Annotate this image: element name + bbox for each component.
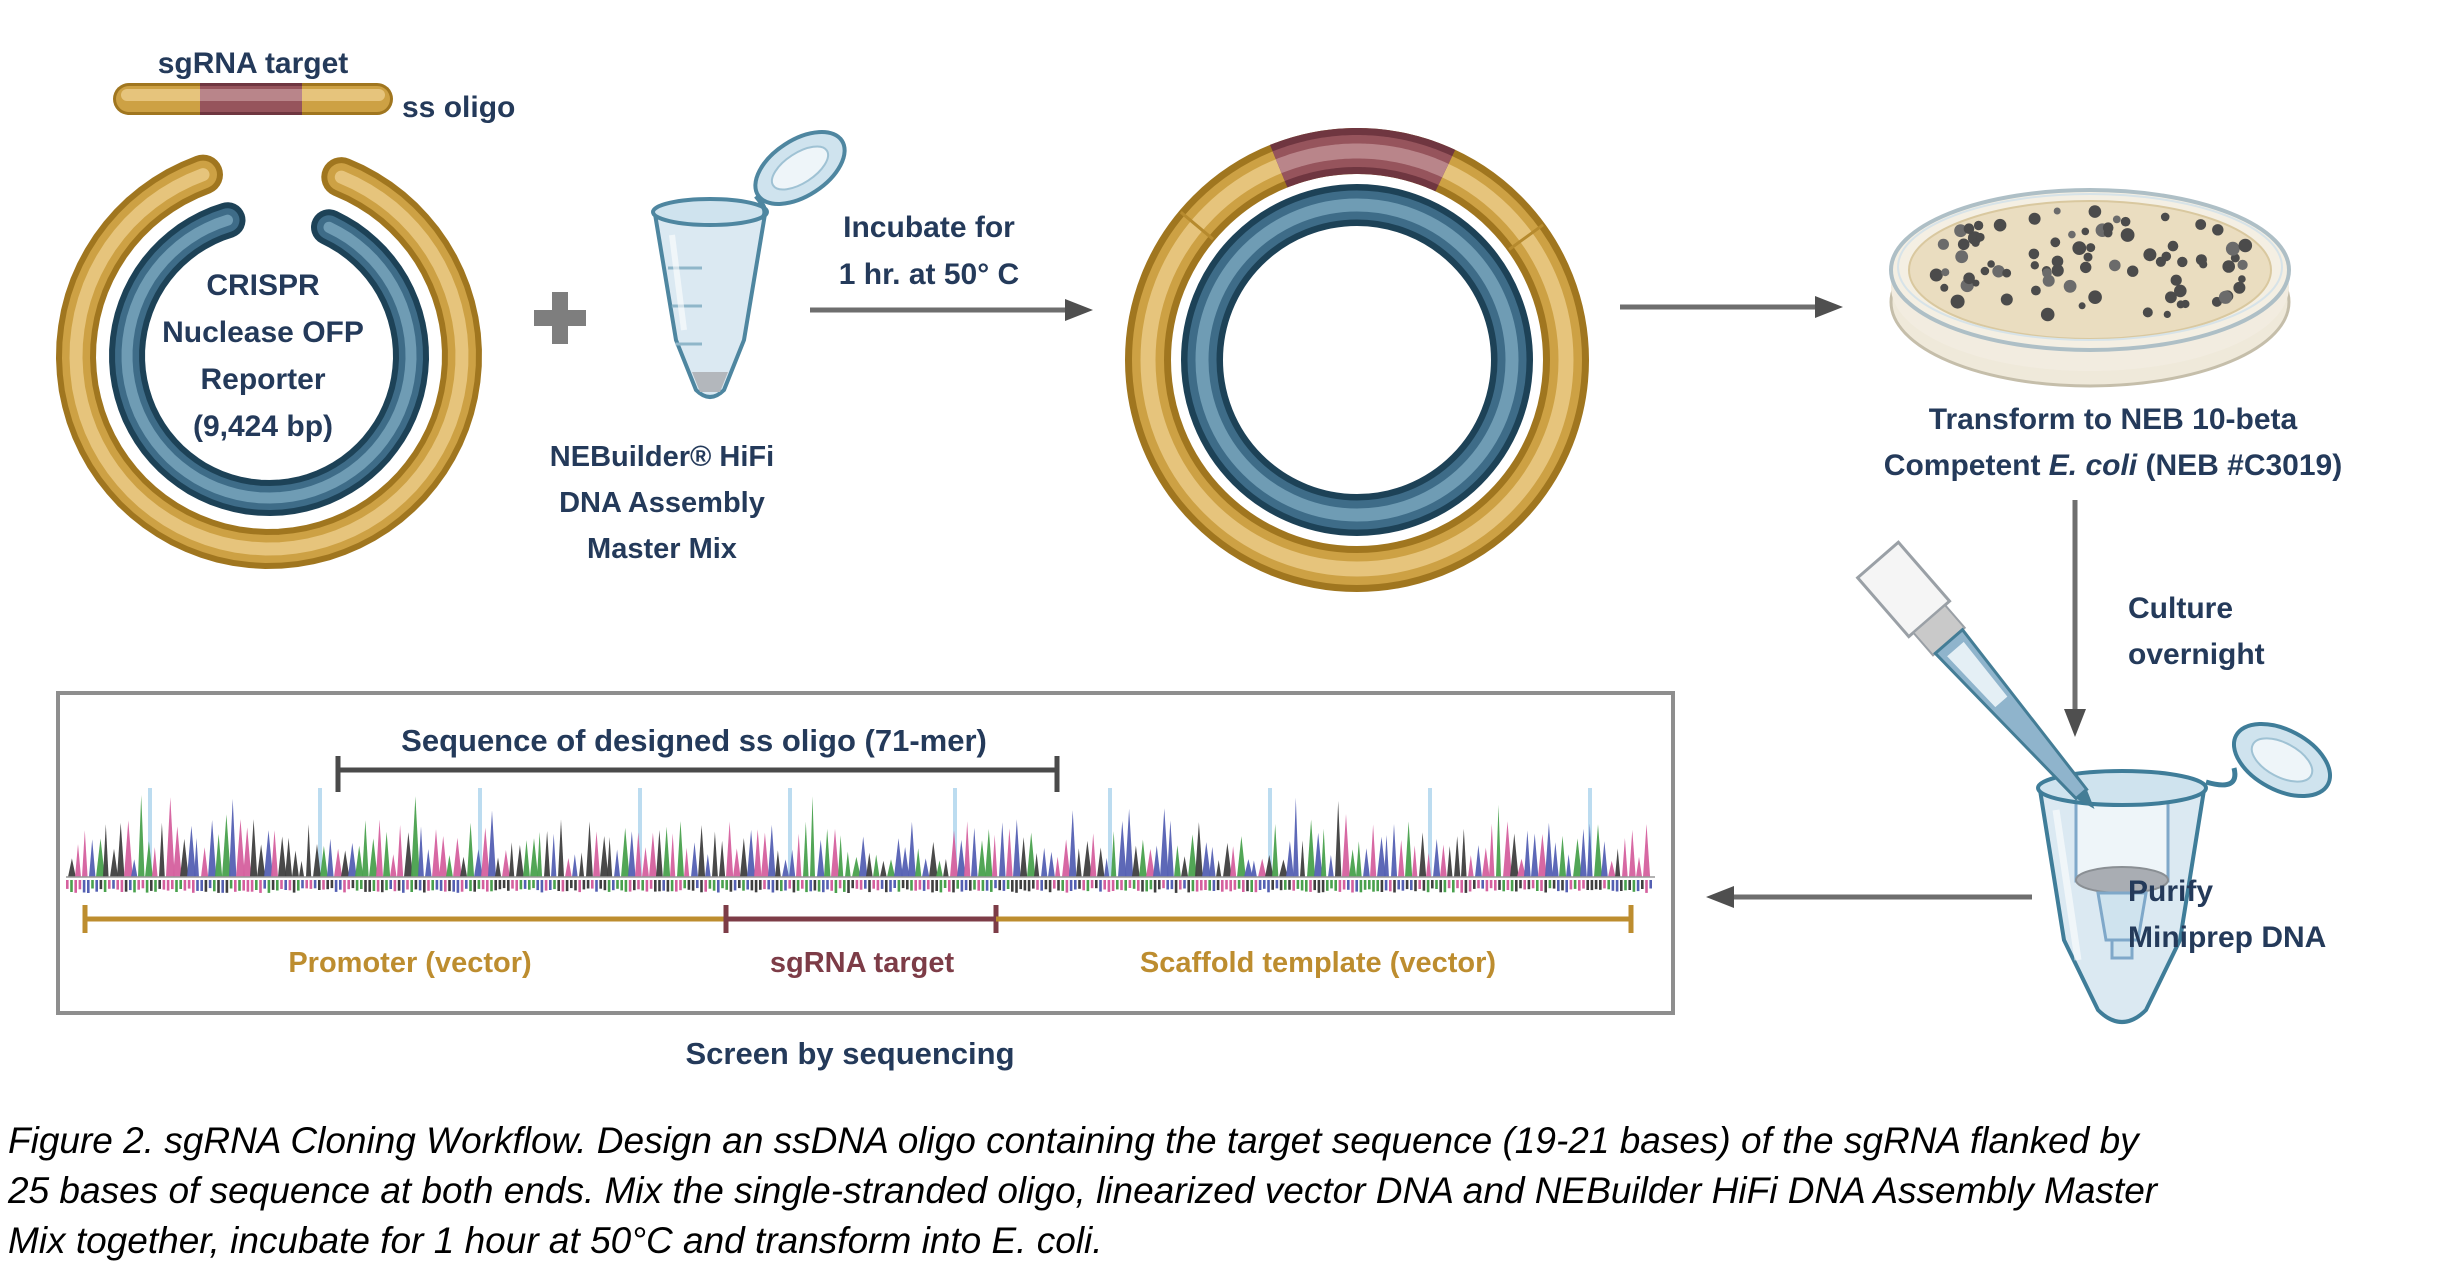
sequence-arrow [1706,886,2032,908]
culture-label: Culture overnight [2128,586,2265,678]
transform-label: Transform to NEB 10-beta Competent E. co… [1884,397,2342,489]
figure-caption: Figure 2. sgRNA Cloning Workflow. Design… [8,1116,2157,1266]
transform-arrow [1620,296,1843,318]
nebuilder-line2: DNA Assembly [559,487,765,519]
sgrna-segment-label: sgRNA target [769,947,955,979]
transform-line2-pre: Competent [1883,449,2049,482]
colonies [1929,205,2253,322]
plasmid1-line1: CRISPR [206,269,320,302]
transform-line2-italic: E. coli [2048,449,2138,482]
plasmid-assembled [1125,128,1589,592]
miniprep-tube-icon [2036,721,2333,1024]
culture-line1: Culture [2128,592,2233,625]
culture-line2: overnight [2128,638,2265,671]
plasmid1-line3: Reporter [200,363,326,396]
base-call-letters [66,880,1652,893]
purify-label: Purify Miniprep DNA [2128,869,2326,961]
transform-line2: Competent E. coli (NEB #C3019) [1884,443,2342,489]
scaffold-span [996,905,1634,933]
plasmid1-label: CRISPR Nuclease OFP Reporter (9,424 bp) [162,262,364,450]
purify-line2: Miniprep DNA [2128,921,2327,954]
nebuilder-label: NEBuilder® HiFi DNA Assembly Master Mix [550,434,774,572]
incubate-arrow [810,299,1093,321]
ss-oligo-label: ss oligo [402,91,516,124]
ss-oligo-bar [113,83,393,115]
petri-dish [1889,188,2291,388]
tube-open-cap [753,130,847,206]
purify-line1: Purify [2128,875,2214,908]
miniprep-open-cap [2231,721,2333,799]
plasmid1-line2: Nuclease OFP [162,316,364,349]
seqbox-title: Sequence of designed ss oligo (71-mer) [401,723,987,758]
pipette-icon [1855,540,2095,810]
plasmid1-line4: (9,424 bp) [192,410,334,443]
incubate-label: Incubate for 1 hr. at 50° C [839,204,1019,298]
nebuilder-line1: NEBuilder® HiFi [549,441,775,473]
plasmid-linearized [55,154,482,570]
oligo-span-bracket [335,756,1060,792]
promoter-label: Promoter (vector) [288,947,532,979]
culture-arrow [2064,500,2086,737]
sequencing-box [56,691,1675,1015]
master-mix-tube-icon [651,130,847,399]
screen-by-sequencing-label: Screen by sequencing [685,1036,1015,1071]
caption-line1: Figure 2. sgRNA Cloning Workflow. Design… [8,1120,2139,1161]
sgrna-target-label: sgRNA target [157,47,349,80]
incubate-line1: Incubate for [843,211,1015,244]
caption-line2: 25 bases of sequence at both ends. Mix t… [8,1170,2158,1211]
transform-line1: Transform to NEB 10-beta [1928,403,2298,436]
scaffold-label: Scaffold template (vector) [1139,947,1497,979]
promoter-span [82,905,726,933]
nebuilder-line3: Master Mix [587,533,737,565]
caption-line3: Mix together, incubate for 1 hour at 50°… [8,1220,1103,1261]
chromatogram-trace [66,788,1655,878]
transform-line2-post: (NEB #C3019) [2137,449,2343,482]
plus-icon [534,292,586,344]
incubate-line2: 1 hr. at 50° C [838,258,1020,291]
